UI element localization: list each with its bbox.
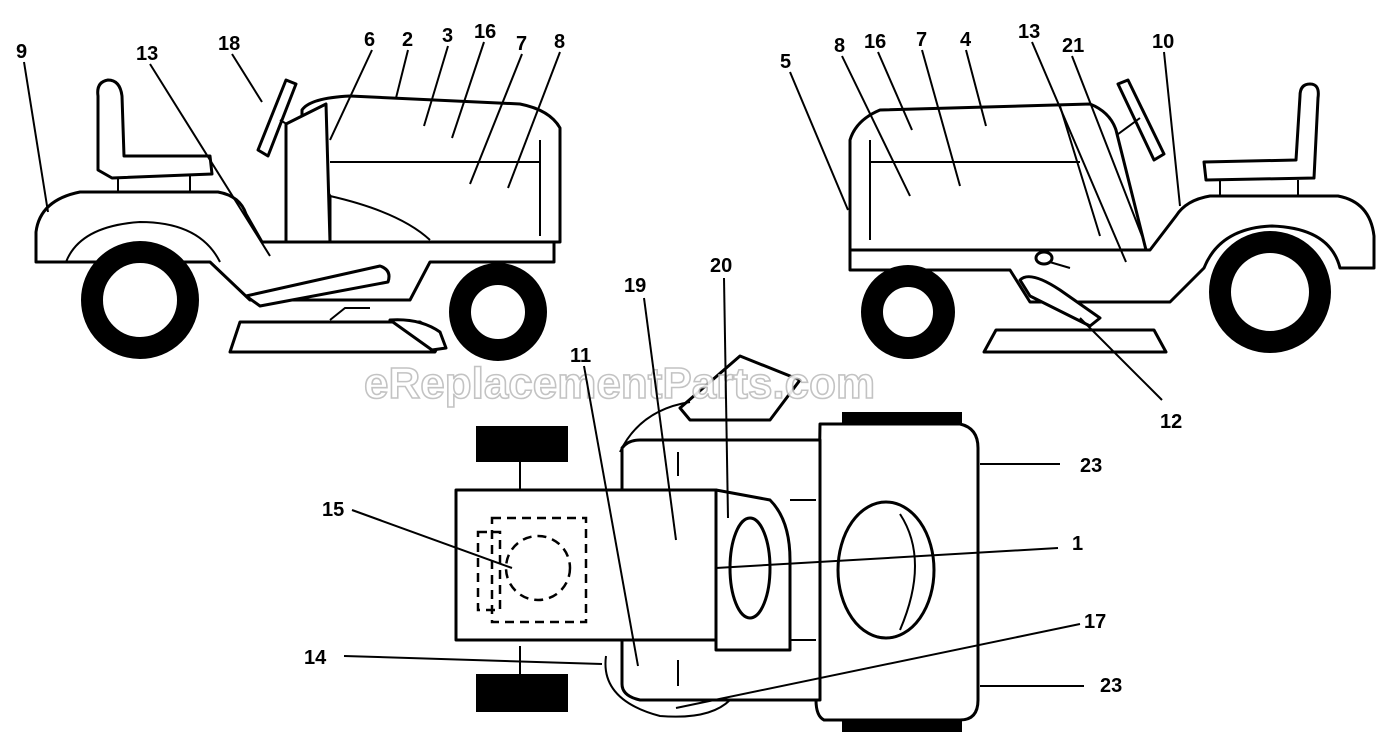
callout-label: 3 bbox=[442, 25, 453, 47]
callouts-top-view: 19 20 11 15 23 1 17 14 23 bbox=[304, 255, 1122, 697]
callout-label: 15 bbox=[322, 499, 344, 521]
callout-label: 13 bbox=[1018, 21, 1040, 43]
callout-label: 19 bbox=[624, 275, 646, 297]
callout-label: 1 bbox=[1072, 533, 1083, 555]
watermark: eReplacementParts.com bbox=[364, 359, 875, 408]
callout-label: 12 bbox=[1160, 411, 1182, 433]
callout-label: 7 bbox=[516, 33, 527, 55]
callout-label: 4 bbox=[960, 29, 972, 51]
callout-label: 18 bbox=[218, 33, 240, 55]
tractor-top-view bbox=[454, 354, 980, 732]
callout-label: 10 bbox=[1152, 31, 1174, 53]
callout-label: 16 bbox=[864, 31, 886, 53]
callout-label: 5 bbox=[780, 51, 791, 73]
callout-label: 8 bbox=[554, 31, 565, 53]
tractor-left-side-view bbox=[34, 78, 562, 361]
callout-label: 9 bbox=[16, 41, 27, 63]
tractor-right-side-view bbox=[848, 78, 1376, 359]
leader-lines bbox=[23, 41, 1181, 709]
callout-label: 21 bbox=[1062, 35, 1084, 57]
callout-label: 20 bbox=[710, 255, 732, 277]
callout-label: 6 bbox=[364, 29, 375, 51]
callout-label: 7 bbox=[916, 29, 927, 51]
callout-label: 16 bbox=[474, 21, 496, 43]
callouts-right-view: 5 8 16 7 4 13 21 10 12 bbox=[780, 21, 1182, 433]
callout-label: 13 bbox=[136, 43, 158, 65]
callout-label: 2 bbox=[402, 29, 413, 51]
callout-label: 8 bbox=[834, 35, 845, 57]
callout-label: 17 bbox=[1084, 611, 1106, 633]
callout-label: 23 bbox=[1100, 675, 1122, 697]
callouts-left-view: 9 13 18 6 2 3 16 7 8 bbox=[16, 21, 565, 65]
callout-label: 11 bbox=[570, 345, 591, 367]
callout-label: 14 bbox=[304, 647, 327, 669]
callout-label: 23 bbox=[1080, 455, 1102, 477]
